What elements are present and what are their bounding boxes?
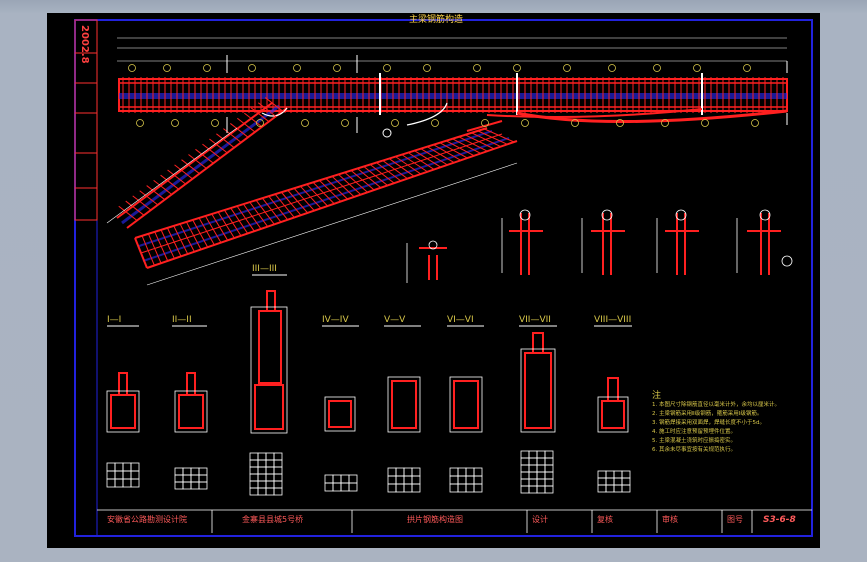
note-6: 6. 其余未尽事宜按有关规范执行。 — [652, 447, 736, 453]
section-label-8: VIII—VIII — [594, 315, 632, 325]
institute-name: 安徽省公路勘测设计院 — [107, 515, 187, 524]
section-label-7: VII—VII — [519, 315, 551, 325]
drawing-canvas: 主梁钢筋构造 2002.8 I—I II—II III—III IV—IV V—… — [47, 13, 820, 548]
review-label: 复核 — [597, 515, 613, 524]
sheet-title: 拱片钢筋构造图 — [407, 515, 463, 524]
section-outlines — [106, 306, 629, 434]
inner-frame — [96, 19, 813, 537]
bar-markers — [128, 64, 759, 127]
section-label-5: V—V — [384, 315, 406, 325]
title-block-lines — [97, 509, 812, 533]
date-stamp: 2002.8 — [79, 25, 90, 64]
approve-label: 审核 — [662, 515, 678, 524]
girder-stirrups — [122, 77, 784, 113]
joint-detail-outlines — [406, 209, 793, 283]
joint-details — [419, 213, 781, 280]
rebar-grids — [106, 450, 631, 496]
design-label: 设计 — [532, 515, 548, 524]
section-title-lines — [107, 274, 632, 327]
short-strut — [116, 102, 288, 229]
strut-stirrups — [118, 97, 284, 221]
section-label-4: IV—IV — [322, 315, 349, 325]
left-strip — [74, 19, 98, 221]
section-label-6: VI—VI — [447, 315, 474, 325]
note-2: 2. 主梁钢筋采用Ⅱ级钢筋，箍筋采用Ⅰ级钢筋。 — [652, 411, 763, 417]
section-marks — [226, 55, 788, 133]
section-label-1: I—I — [107, 315, 122, 325]
section-label-2: II—II — [172, 315, 192, 325]
note-1: 1. 本图尺寸除钢筋直径以毫米计外，余均以厘米计。 — [652, 402, 780, 408]
notes-heading: 注 — [652, 391, 662, 401]
sheet-number: S3-6-8 — [763, 515, 796, 525]
section-label-3: III—III — [252, 264, 277, 274]
rib-stirrups — [141, 128, 515, 266]
drawing-title: 主梁钢筋构造 — [409, 15, 464, 25]
drawing-svg — [74, 19, 813, 537]
note-3: 3. 钢筋焊接采用双面焊，焊缝长度不小于5d。 — [652, 420, 765, 426]
cross-sections — [110, 290, 625, 430]
project-name: 金寨县县城5号桥 — [242, 515, 304, 524]
notes-block: 注 1. 本图尺寸除钢筋直径以毫米计外，余均以厘米计。 2. 主梁钢筋采用Ⅱ级钢… — [652, 391, 812, 455]
sheet-no-label: 图号 — [727, 515, 743, 524]
note-5: 5. 主梁混凝土浇筑时应振捣密实。 — [652, 438, 736, 444]
note-4: 4. 施工时应注意预留预埋件位置。 — [652, 429, 736, 435]
